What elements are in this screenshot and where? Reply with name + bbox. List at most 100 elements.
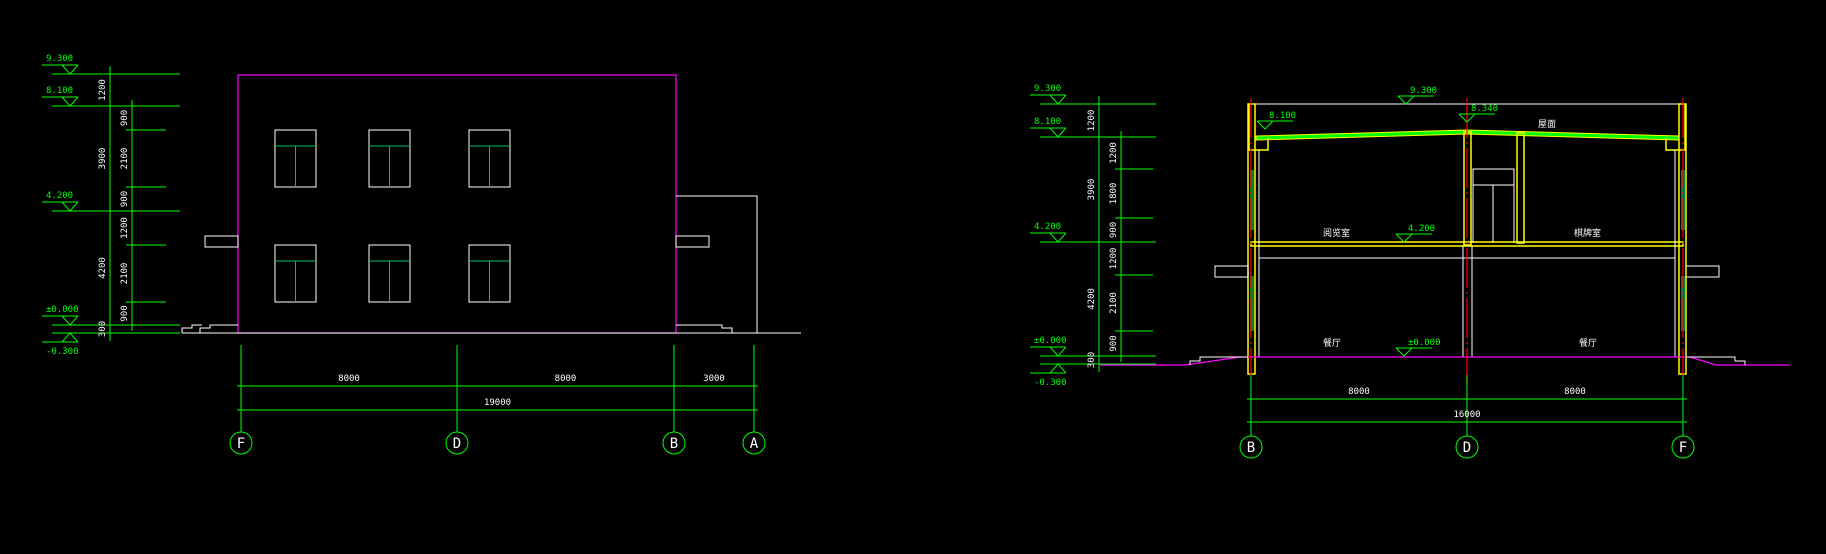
level-marker-icon <box>42 201 79 212</box>
dimension-label: 2100 <box>120 263 130 285</box>
dimension-label: 2100 <box>1109 292 1119 314</box>
level-label: 4.200 <box>1034 222 1061 232</box>
window-mullion <box>275 260 316 302</box>
level-label: ±0.000 <box>46 305 79 315</box>
stair-door <box>1472 168 1515 243</box>
axis-label: F <box>237 436 245 452</box>
level-marker-icon <box>1030 232 1067 243</box>
elevation-dimensions: 9.300 8.100 4.200 ±0.000 -0.300 1200 3900 4200 3… <box>42 54 766 455</box>
section-annotations: 屋面 阅览室 棋牌室 餐厅 餐厅 9.300 8.100 8.340 4.200 ±0.… <box>1256 86 1601 357</box>
inner-walls <box>1258 150 1676 357</box>
dimension-label: 1200 <box>1087 110 1097 132</box>
axis-bubble <box>229 431 253 455</box>
dimension-label: 19000 <box>484 398 511 408</box>
dimension-label: 900 <box>1109 222 1119 238</box>
canopy-right <box>675 235 710 248</box>
level-marker-icon <box>42 332 79 343</box>
axis-label: B <box>1247 440 1255 456</box>
dimension-label: 4200 <box>98 257 108 279</box>
axis-label: D <box>1463 440 1471 456</box>
dimension-label: 8000 <box>338 374 360 384</box>
axis-bubble <box>1455 435 1479 459</box>
left-window-glass-lower <box>1250 276 1254 331</box>
level-label: 4.200 <box>46 191 73 201</box>
level-marker-icon <box>1395 233 1432 243</box>
dimension-label: 900 <box>120 191 130 207</box>
level-marker-icon <box>1030 363 1067 374</box>
level-label: 9.300 <box>46 54 73 64</box>
canopy-left <box>204 235 239 248</box>
axis-label: D <box>453 436 461 452</box>
level-label: 8.100 <box>1034 117 1061 127</box>
level-marker-icon <box>1458 113 1495 123</box>
level-marker-icon <box>42 96 79 107</box>
ground-steps-section <box>1189 356 1746 365</box>
level-label: 9.300 <box>1034 84 1061 94</box>
level-marker-icon <box>42 64 79 75</box>
room-label-chess: 棋牌室 <box>1574 227 1601 239</box>
dimension-label: 3900 <box>1087 179 1097 201</box>
level-marker-icon <box>1256 120 1293 130</box>
room-label-dining-right: 餐厅 <box>1579 337 1597 349</box>
axis-label: B <box>670 436 678 452</box>
level-marker-icon <box>1030 127 1067 138</box>
level-marker-icon <box>1397 95 1434 105</box>
elevation-view: 9.300 8.100 4.200 ±0.000 -0.300 1200 3900 4200 3… <box>42 54 801 455</box>
dimension-label: 1800 <box>1109 183 1119 205</box>
axis-bubble <box>662 431 686 455</box>
level-label: ±0.000 <box>1408 338 1441 348</box>
axis-label: A <box>750 436 759 452</box>
side-canopies <box>1214 265 1720 278</box>
window-mullion <box>369 145 410 187</box>
level-label: ±0.000 <box>1034 336 1067 346</box>
level-label: 9.300 <box>1410 86 1437 96</box>
dimension-label: 900 <box>1109 335 1119 351</box>
stair-column <box>1516 132 1525 244</box>
level-marker-icon <box>1030 94 1067 105</box>
level-label: -0.300 <box>46 347 79 357</box>
dimension-label: 3900 <box>98 148 108 170</box>
level-label: 4.200 <box>1408 224 1435 234</box>
level-marker-icon <box>1395 347 1432 357</box>
dimension-label: 4200 <box>1087 288 1097 310</box>
building-outline <box>237 74 677 334</box>
axis-bubble <box>1671 435 1695 459</box>
dimension-label: 1200 <box>1109 248 1119 270</box>
level-marker-icon <box>1030 346 1067 357</box>
section-view: 9.3008.1004.200±0.000-0.3001200390042003… <box>1030 84 1790 459</box>
windows <box>274 129 511 303</box>
axis-label: F <box>1679 440 1687 456</box>
level-label: 8.100 <box>1269 111 1296 121</box>
axis-bubble <box>742 431 766 455</box>
dimension-label: 8000 <box>1348 387 1370 397</box>
annex-outline <box>676 195 758 333</box>
level-label: -0.300 <box>1034 378 1067 388</box>
room-label-dining-left: 餐厅 <box>1323 337 1341 349</box>
dimension-label: 8000 <box>555 374 577 384</box>
room-label-reading: 阅览室 <box>1323 227 1350 239</box>
axis-bubble <box>1239 435 1263 459</box>
window-mullion <box>275 145 316 187</box>
window-mullion <box>469 260 510 302</box>
window-mullion <box>469 145 510 187</box>
dimension-label: 300 <box>98 321 108 337</box>
dimension-label: 16000 <box>1453 410 1480 420</box>
dimension-label: 3000 <box>703 374 725 384</box>
dimension-label: 1200 <box>120 217 130 239</box>
level-label: 8.100 <box>46 86 73 96</box>
level-label: 8.340 <box>1471 104 1498 114</box>
dimension-label: 1200 <box>98 79 108 101</box>
axis-bubble <box>445 431 469 455</box>
dimension-label: 1200 <box>1109 142 1119 164</box>
section-dimensions: 9.3008.1004.200±0.000-0.3001200390042003… <box>1030 84 1695 459</box>
axis-lines <box>1250 98 1684 395</box>
window-mullion <box>369 260 410 302</box>
dimension-label: 900 <box>120 110 130 126</box>
room-label-roof: 屋面 <box>1538 119 1556 130</box>
dimension-label: 900 <box>120 305 130 321</box>
dimension-label: 8000 <box>1564 387 1586 397</box>
ground-line-section <box>1100 356 1790 366</box>
left-window-glass <box>1250 170 1254 230</box>
dimension-label: 2100 <box>120 148 130 170</box>
